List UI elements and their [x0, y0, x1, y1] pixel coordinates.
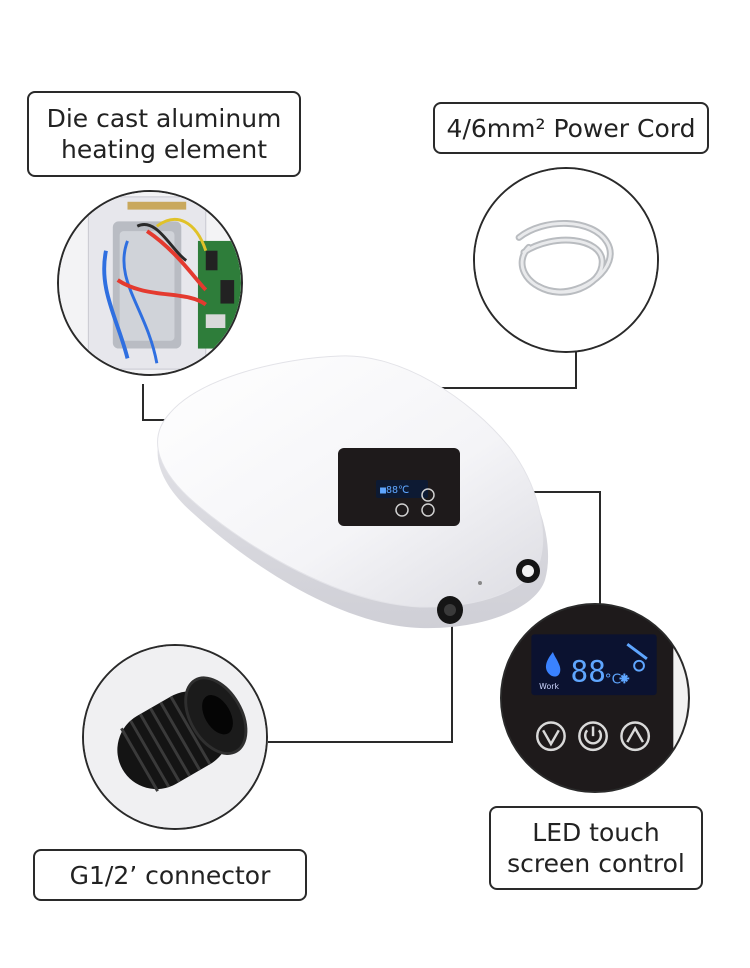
power-cord-image: [475, 169, 657, 351]
connector-callout: [82, 644, 268, 830]
up-arrow-button[interactable]: [620, 721, 651, 752]
down-arrow-button[interactable]: [536, 721, 566, 752]
svg-text:■88℃: ■88℃: [380, 485, 409, 496]
up-arrow-icon: [626, 725, 645, 743]
power-cord-callout: [473, 167, 659, 353]
power-icon: [584, 729, 603, 745]
temperature-readout: 88: [571, 654, 606, 688]
work-mode-label: Work: [539, 682, 559, 691]
led-control-label: LED touch screen control: [489, 806, 703, 890]
flame-icon: [545, 651, 561, 677]
connector-image: [84, 646, 266, 828]
led-control-callout: 88 °C Work: [500, 603, 690, 793]
power-button[interactable]: [578, 721, 608, 752]
shower-icon: [626, 642, 648, 672]
power-cord-label: 4/6mm² Power Cord: [433, 102, 709, 154]
temperature-unit: °C: [605, 671, 621, 687]
fan-icon: [619, 673, 630, 684]
connector-label: G1/2’ connector: [33, 849, 307, 901]
water-heater-unit: ■88℃: [157, 355, 549, 629]
heating-element-label: Die cast aluminum heating element: [27, 91, 301, 177]
heating-element-image: [59, 192, 241, 374]
heating-element-callout: [57, 190, 243, 376]
led-panel-image: 88 °C Work: [502, 605, 688, 791]
down-arrow-icon: [542, 729, 560, 747]
